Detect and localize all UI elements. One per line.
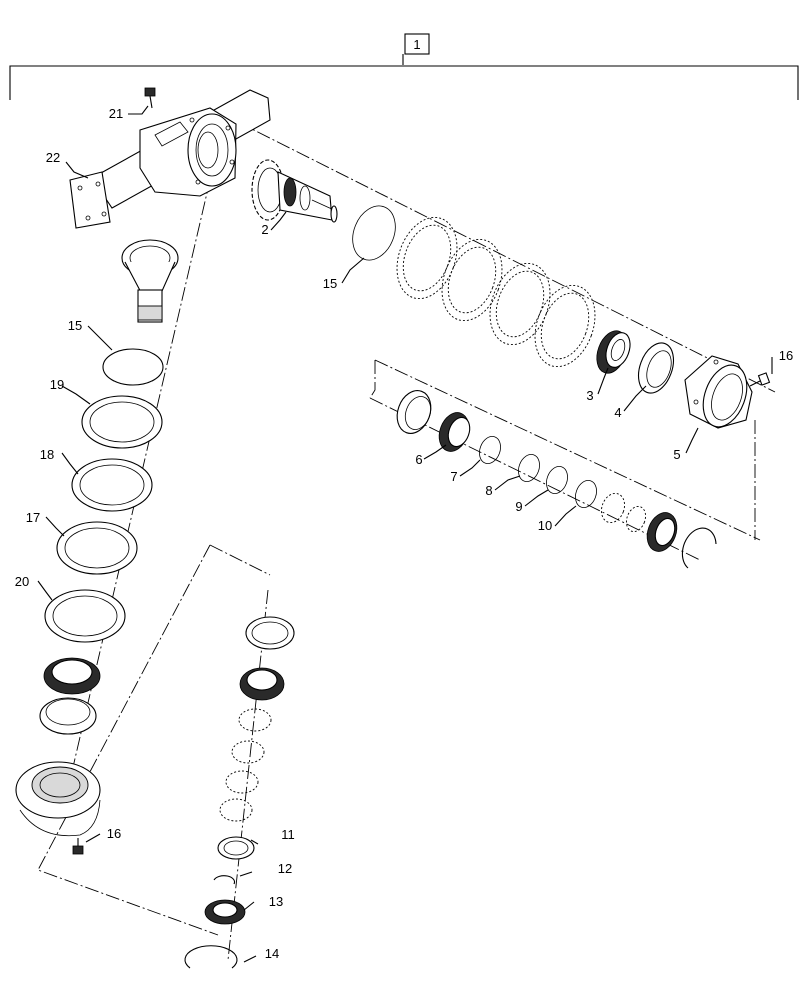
friction-plates-upper <box>396 216 596 368</box>
o-ring-lower-part <box>102 348 164 386</box>
pinion-gear-part <box>251 159 338 223</box>
callout-16-lower[interactable]: 16 <box>107 826 121 841</box>
callout-4[interactable]: 4 <box>614 405 621 420</box>
bearing-cup-part <box>637 342 675 394</box>
callout-7[interactable]: 7 <box>450 469 457 484</box>
callout-8[interactable]: 8 <box>485 483 492 498</box>
callout-2[interactable]: 2 <box>261 222 268 237</box>
middle-row-parts <box>396 390 717 569</box>
callout-16-top[interactable]: 16 <box>779 348 793 363</box>
lower-left-bearing-stack <box>15 657 101 837</box>
breather-bolt-part <box>144 87 156 109</box>
callout-13[interactable]: 13 <box>269 894 283 909</box>
callout-9[interactable]: 9 <box>515 499 522 514</box>
assembly-number-label[interactable]: 1 <box>413 37 420 52</box>
callout-15-top[interactable]: 15 <box>323 276 337 291</box>
callout-20[interactable]: 20 <box>15 574 29 589</box>
callout-18[interactable]: 18 <box>40 447 54 462</box>
callout-21[interactable]: 21 <box>109 106 123 121</box>
bearing-housing-part <box>684 355 753 429</box>
callout-5[interactable]: 5 <box>673 447 680 462</box>
cap-screw-part <box>749 372 771 387</box>
callout-labels: 21 22 2 15 16 3 4 5 6 7 8 9 10 15 19 18 … <box>15 106 793 961</box>
callout-22[interactable]: 22 <box>46 150 60 165</box>
shim-plates-left <box>44 395 163 643</box>
callout-11[interactable]: 11 <box>281 827 295 842</box>
callout-3[interactable]: 3 <box>586 388 593 403</box>
callout-6[interactable]: 6 <box>415 452 422 467</box>
lower-middle-stack <box>184 616 295 969</box>
callout-12[interactable]: 12 <box>278 861 292 876</box>
callout-15-lower[interactable]: 15 <box>68 318 82 333</box>
ring-gear-pinion-part <box>121 239 179 323</box>
callout-17[interactable]: 17 <box>26 510 40 525</box>
tapered-bearing-part <box>596 330 631 374</box>
assembly-bracket <box>9 33 799 100</box>
axle-housing-part <box>69 89 271 229</box>
callout-10[interactable]: 10 <box>538 518 552 533</box>
lower-cap-screw-part <box>72 838 84 855</box>
callout-14[interactable]: 14 <box>265 946 279 961</box>
callout-19[interactable]: 19 <box>50 377 64 392</box>
o-ring-part <box>352 205 396 261</box>
leader-lines <box>37 105 773 963</box>
